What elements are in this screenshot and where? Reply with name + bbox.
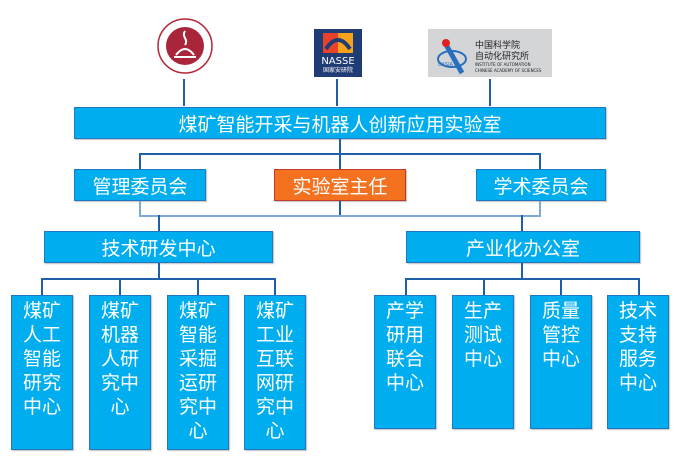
box-label: 煤矿智能采掘运研究中心	[178, 300, 217, 442]
academic-committee-box: 学术委员会	[476, 169, 606, 201]
connector	[521, 215, 523, 231]
box-label: 质量管控中心	[541, 300, 580, 370]
cumt-logo	[156, 17, 214, 75]
connector	[560, 278, 562, 295]
connector	[336, 79, 338, 106]
connector	[483, 278, 485, 295]
testing-center-box: 生产测试中心	[452, 295, 514, 429]
connector	[405, 278, 640, 280]
casia-name-3: INSTITUTE OF AUTOMATION	[475, 62, 531, 67]
connector	[539, 201, 541, 216]
connector	[274, 278, 276, 295]
iiot-research-center-box: 煤矿工业互联网研究中心	[244, 295, 306, 450]
connector	[197, 278, 199, 295]
casia-logo: CASIA 中国科学院 自动化研究所 INSTITUTE OF AUTOMATI…	[428, 29, 552, 77]
connector	[139, 153, 541, 155]
mining-research-center-box: 煤矿智能采掘运研究中心	[167, 295, 229, 450]
joint-center-box: 产学研用联合中心	[374, 295, 436, 429]
connector	[489, 79, 491, 106]
casia-badge: CASIA	[438, 62, 453, 68]
lab-title-box: 煤矿智能开采与机器人创新应用实验室	[74, 107, 606, 139]
robot-research-center-box: 煤矿机器人研究中心	[89, 295, 151, 450]
connector	[521, 263, 523, 279]
casia-name-4: CHINESE ACADEMY OF SCIENCES	[475, 68, 542, 73]
quality-center-box: 质量管控中心	[530, 295, 592, 429]
connector	[183, 79, 185, 106]
connector	[139, 215, 541, 217]
connector	[638, 278, 640, 295]
ai-research-center-box: 煤矿人工智能研究中心	[11, 295, 73, 450]
connector	[539, 153, 541, 169]
box-label: 技术支持服务中心	[618, 300, 657, 394]
nasse-logo: NASSE 国家安研院	[314, 29, 362, 77]
industrialization-office-box: 产业化办公室	[406, 231, 640, 263]
connector	[139, 201, 141, 216]
box-label: 产学研用联合中心	[385, 300, 424, 394]
connector	[119, 278, 121, 295]
connector	[158, 215, 160, 231]
connector	[405, 278, 407, 295]
lab-director-box: 实验室主任	[274, 169, 406, 201]
nasse-subtext: 国家安研院	[322, 67, 353, 74]
casia-name-1: 中国科学院	[475, 41, 521, 51]
box-label: 煤矿人工智能研究中心	[22, 300, 61, 418]
connector	[41, 278, 276, 280]
nasse-text: NASSE	[321, 56, 355, 67]
rd-center-box: 技术研发中心	[44, 231, 273, 263]
box-label: 煤矿工业互联网研究中心	[255, 300, 294, 442]
support-center-box: 技术支持服务中心	[607, 295, 669, 429]
connector	[339, 201, 341, 216]
casia-name-2: 自动化研究所	[475, 52, 530, 62]
connector	[41, 278, 43, 295]
connector	[139, 153, 141, 169]
box-label: 煤矿机器人研究中心	[100, 300, 139, 418]
management-committee-box: 管理委员会	[74, 169, 206, 201]
box-label: 生产测试中心	[463, 300, 502, 370]
connector	[158, 263, 160, 279]
